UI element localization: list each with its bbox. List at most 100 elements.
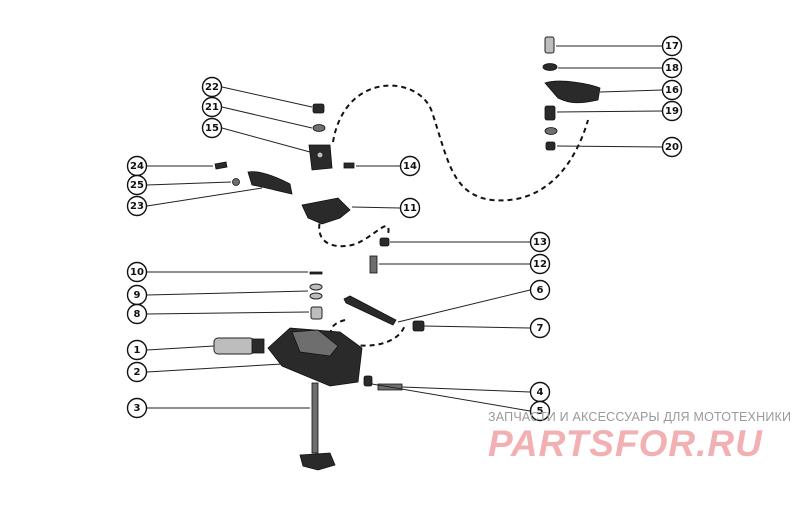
- part-lever-16: [544, 80, 601, 104]
- callout-5: 5: [371, 383, 551, 422]
- callout-7-leader: [423, 325, 531, 329]
- callout-7: 7: [423, 317, 551, 339]
- watermark-logo-text: PARTSFOR.RU: [488, 423, 763, 462]
- callout-2-label: 2: [134, 367, 141, 378]
- callout-1-ring: [126, 339, 148, 361]
- callout-22-leader: [221, 86, 313, 108]
- callout-11: 11: [351, 197, 421, 219]
- callout-4-leader: [401, 386, 531, 393]
- callout-10-ring: [126, 261, 148, 283]
- callout-5-label: 5: [537, 406, 544, 417]
- part-screw-17: [544, 36, 555, 54]
- part-bolt-6: [343, 295, 397, 326]
- callout-10-label: 10: [130, 267, 144, 278]
- callout-15: 15: [201, 117, 311, 153]
- callout-19-ring: [661, 100, 683, 122]
- callout-3-ring: [126, 397, 148, 419]
- callout-5-ring: [529, 400, 551, 422]
- callout-18-label: 18: [665, 63, 679, 74]
- callout-25-leader: [146, 181, 232, 186]
- callout-17-ring: [661, 35, 683, 57]
- callout-24-label: 24: [130, 161, 144, 172]
- callout-6-label: 6: [537, 285, 544, 296]
- callout-8-leader: [146, 311, 310, 315]
- part-oring-9b: [309, 292, 323, 300]
- callout-9: 9: [126, 284, 309, 306]
- part-washer-18: [542, 63, 558, 71]
- part-link-23: [247, 171, 293, 195]
- callout-8: 8: [126, 303, 310, 325]
- callout-21-ring: [201, 96, 223, 118]
- watermark-logo: PARTSFOR.RU: [488, 423, 763, 462]
- callout-15-ring: [201, 117, 223, 139]
- callout-7-ring: [529, 317, 551, 339]
- callout-19-leader: [556, 110, 663, 113]
- part-nut-13: [379, 237, 390, 247]
- callout-4-label: 4: [537, 387, 544, 398]
- callout-21-label: 21: [205, 102, 219, 113]
- callout-7-label: 7: [537, 323, 544, 334]
- callout-13: 13: [390, 231, 551, 253]
- callout-21: 21: [201, 96, 313, 129]
- part-washer-extra: [544, 127, 558, 135]
- callout-6-ring: [529, 279, 551, 301]
- callout-25-ring: [126, 174, 148, 196]
- callout-14: 14: [356, 155, 421, 177]
- callout-18: 18: [558, 57, 683, 79]
- callout-6-leader: [397, 289, 531, 323]
- callout-11-label: 11: [403, 203, 417, 214]
- callout-3: 3: [126, 397, 310, 419]
- part-shaft-3: [311, 382, 319, 454]
- callout-14-label: 14: [403, 161, 417, 172]
- part-grip-1: [213, 337, 255, 355]
- callout-23-label: 23: [130, 201, 144, 212]
- callout-22-label: 22: [205, 82, 219, 93]
- part-bushing-19: [544, 105, 556, 121]
- callout-20-leader: [556, 145, 663, 148]
- callout-9-label: 9: [134, 290, 141, 301]
- part-oring-9a: [309, 283, 323, 291]
- callout-11-ring: [399, 197, 421, 219]
- part-nut-7: [412, 320, 425, 332]
- callout-24: 24: [126, 155, 213, 177]
- cable-upper: [332, 84, 589, 202]
- callout-2-leader: [146, 363, 283, 373]
- callout-2: 2: [126, 361, 283, 383]
- part-nut-22: [312, 103, 325, 114]
- callout-2-ring: [126, 361, 148, 383]
- callout-16-label: 16: [665, 85, 679, 96]
- callout-1-label: 1: [134, 345, 141, 356]
- callout-15-leader: [221, 127, 311, 153]
- callout-15-label: 15: [205, 123, 219, 134]
- callout-20-label: 20: [665, 142, 679, 153]
- callout-21-leader: [221, 106, 313, 129]
- callout-23: 23: [126, 187, 263, 217]
- callout-8-ring: [126, 303, 148, 325]
- callout-12: 12: [379, 253, 551, 275]
- part-knob-3: [299, 452, 336, 471]
- part-nut-20: [545, 141, 556, 151]
- part-grip-1-end: [251, 338, 265, 354]
- callout-16-ring: [661, 79, 683, 101]
- callout-5-leader: [371, 383, 531, 412]
- part-crank-11: [301, 197, 351, 225]
- part-bracket-2-face: [291, 329, 339, 357]
- callout-19: 19: [556, 100, 683, 122]
- callout-16: 16: [599, 79, 683, 101]
- callout-17: 17: [556, 35, 683, 57]
- callout-25-label: 25: [130, 180, 144, 191]
- callout-1: 1: [126, 339, 215, 361]
- callout-1-leader: [146, 345, 215, 351]
- part-bracket-2: [267, 327, 363, 387]
- callout-23-ring: [126, 195, 148, 217]
- callout-13-ring: [529, 231, 551, 253]
- callout-19-label: 19: [665, 106, 679, 117]
- part-pivot-15-hole: [316, 151, 324, 159]
- callout-22-ring: [201, 76, 223, 98]
- callout-3-label: 3: [134, 403, 141, 414]
- callout-22: 22: [201, 76, 313, 108]
- callout-18-ring: [661, 57, 683, 79]
- part-screw-24: [214, 161, 228, 170]
- callout-20: 20: [556, 136, 683, 158]
